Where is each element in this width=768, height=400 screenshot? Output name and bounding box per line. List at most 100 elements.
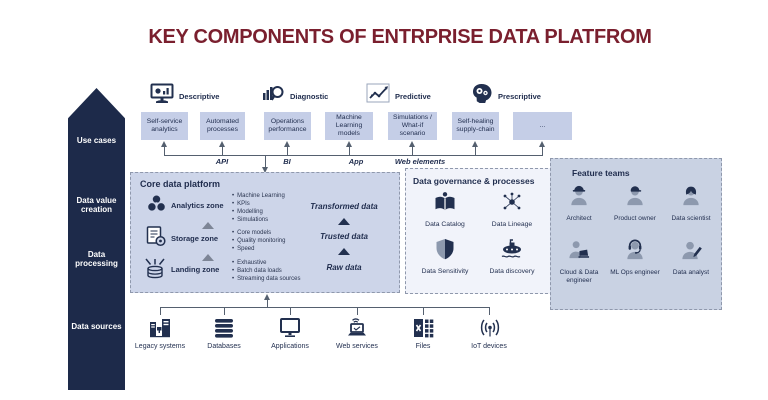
governance-item-label: Data Lineage bbox=[491, 221, 533, 228]
monitor-chart-icon bbox=[150, 83, 174, 109]
zone-bullets: Machine Learning KPIs Modelling Simulati… bbox=[232, 192, 285, 224]
zone-bullets: Core models Quality monitoring Speed bbox=[232, 229, 285, 253]
web-services-icon bbox=[345, 316, 369, 345]
connector-stem bbox=[542, 147, 543, 155]
use-case-box: Self-healing supply-chain bbox=[452, 112, 499, 140]
category-prescriptive: Prescriptive bbox=[470, 83, 541, 109]
connector-stem bbox=[164, 147, 165, 155]
role-label: Cloud & Data engineer bbox=[559, 269, 599, 284]
page-title: KEY COMPONENTS OF ENTRPRISE DATA PLATFRO… bbox=[148, 26, 652, 48]
data-source-label: Legacy systems bbox=[134, 343, 186, 350]
category-label: Predictive bbox=[395, 91, 431, 101]
legacy-systems-icon bbox=[148, 316, 172, 345]
arrow-up bbox=[219, 141, 225, 147]
stage-label-data-processing: Data processing bbox=[75, 250, 118, 268]
arrow-down bbox=[262, 167, 268, 173]
governance-title: Data governance & processes bbox=[413, 176, 535, 186]
use-case-box: ... bbox=[513, 112, 572, 140]
use-case-box: Self-service analytics bbox=[141, 112, 188, 140]
architect-icon bbox=[567, 184, 591, 212]
bullet-item: Quality monitoring bbox=[232, 237, 285, 245]
arrow-up bbox=[161, 141, 167, 147]
databases-icon bbox=[212, 316, 236, 345]
cloud-data-engineer-icon bbox=[567, 238, 591, 266]
core-platform-title: Core data platform bbox=[140, 179, 221, 189]
connector-stem bbox=[290, 307, 291, 315]
connector-stem bbox=[349, 147, 350, 155]
role-data-scientist: Data scientist bbox=[664, 184, 718, 223]
data-source-label: Applications bbox=[271, 343, 309, 350]
governance-item-label: Data Sensitivity bbox=[421, 268, 469, 275]
connector-stem bbox=[222, 147, 223, 155]
zone-bullets: Exhaustive Batch data loads Streaming da… bbox=[232, 259, 300, 283]
arrow-up bbox=[409, 141, 415, 147]
category-predictive: Predictive bbox=[366, 83, 431, 109]
data-source-label: IoT devices bbox=[471, 343, 507, 350]
connector-stem bbox=[265, 156, 266, 169]
connector-stem bbox=[160, 307, 161, 315]
stage-label-data-value-creation: Data value creation bbox=[76, 196, 117, 214]
bullet-item: KPIs bbox=[232, 200, 285, 208]
data-scientist-icon bbox=[679, 184, 703, 212]
iot-devices-icon bbox=[478, 316, 502, 345]
governance-item: Data Lineage bbox=[482, 191, 542, 229]
shield-icon bbox=[434, 238, 456, 265]
governance-item-label: Data Catalog bbox=[425, 221, 465, 228]
data-governance-panel bbox=[405, 168, 553, 294]
channel-bi: BI bbox=[283, 157, 291, 166]
bullet-item: Core models bbox=[232, 229, 285, 237]
connector-stem bbox=[224, 307, 225, 315]
stage-label-use-cases: Use cases bbox=[76, 136, 117, 145]
category-descriptive: Descriptive bbox=[150, 83, 219, 109]
submarine-icon bbox=[501, 238, 523, 265]
category-label: Prescriptive bbox=[498, 91, 541, 101]
connector-stem bbox=[287, 147, 288, 155]
role-architect: Architect bbox=[552, 184, 606, 223]
bullet-item: Simulations bbox=[232, 216, 285, 224]
role-label: ML Ops engineer bbox=[610, 269, 660, 276]
zone-name: Analytics zone bbox=[171, 201, 224, 210]
data-source-label: Files bbox=[415, 343, 431, 350]
bullet-item: Exhaustive bbox=[232, 259, 300, 267]
use-case-box: Simulations / What-if scenario bbox=[388, 112, 437, 140]
role-label: Architect bbox=[566, 215, 592, 222]
ml-ops-engineer-icon bbox=[623, 238, 647, 266]
landing-zone-icon bbox=[144, 258, 166, 284]
zone-up-arrow bbox=[202, 254, 214, 261]
trend-scatter-icon bbox=[366, 83, 390, 109]
connector-stem bbox=[357, 307, 358, 315]
role-cloud-data-engineer: Cloud & Data engineer bbox=[552, 238, 606, 285]
channel-web-elements: Web elements bbox=[394, 157, 446, 166]
role-product-owner: Product owner bbox=[608, 184, 662, 223]
category-label: Descriptive bbox=[179, 91, 220, 101]
bullet-item: Streaming data sources bbox=[232, 275, 300, 283]
use-case-box: Automated processes bbox=[200, 112, 245, 140]
governance-item: Data discovery bbox=[482, 238, 542, 276]
files-icon bbox=[412, 316, 436, 345]
bullet-item: Speed bbox=[232, 245, 285, 253]
arrow-up bbox=[539, 141, 545, 147]
storage-zone-icon bbox=[146, 226, 166, 252]
connector-stem bbox=[267, 300, 268, 307]
book-person-icon bbox=[434, 191, 456, 218]
data-state-trusted: Trusted data bbox=[320, 232, 368, 241]
role-ml-ops-engineer: ML Ops engineer bbox=[608, 238, 662, 277]
arrow-up bbox=[472, 141, 478, 147]
zone-name: Landing zone bbox=[171, 265, 220, 274]
stage-label-data-sources: Data sources bbox=[71, 322, 122, 331]
stage-arrow bbox=[68, 88, 125, 390]
use-case-box: Operations performance bbox=[264, 112, 311, 140]
arrow-up bbox=[346, 141, 352, 147]
feature-teams-title: Feature teams bbox=[572, 168, 630, 178]
zone-name: Storage zone bbox=[171, 234, 219, 243]
data-analyst-icon bbox=[679, 238, 703, 266]
head-gears-icon bbox=[470, 83, 493, 109]
role-label: Product owner bbox=[614, 215, 656, 222]
governance-item-label: Data discovery bbox=[489, 268, 535, 275]
channel-bus-line bbox=[164, 155, 543, 156]
role-data-analyst: Data analyst bbox=[664, 238, 718, 277]
data-source-label: Databases bbox=[207, 343, 241, 350]
applications-icon bbox=[278, 316, 302, 345]
network-nodes-icon bbox=[501, 191, 523, 218]
